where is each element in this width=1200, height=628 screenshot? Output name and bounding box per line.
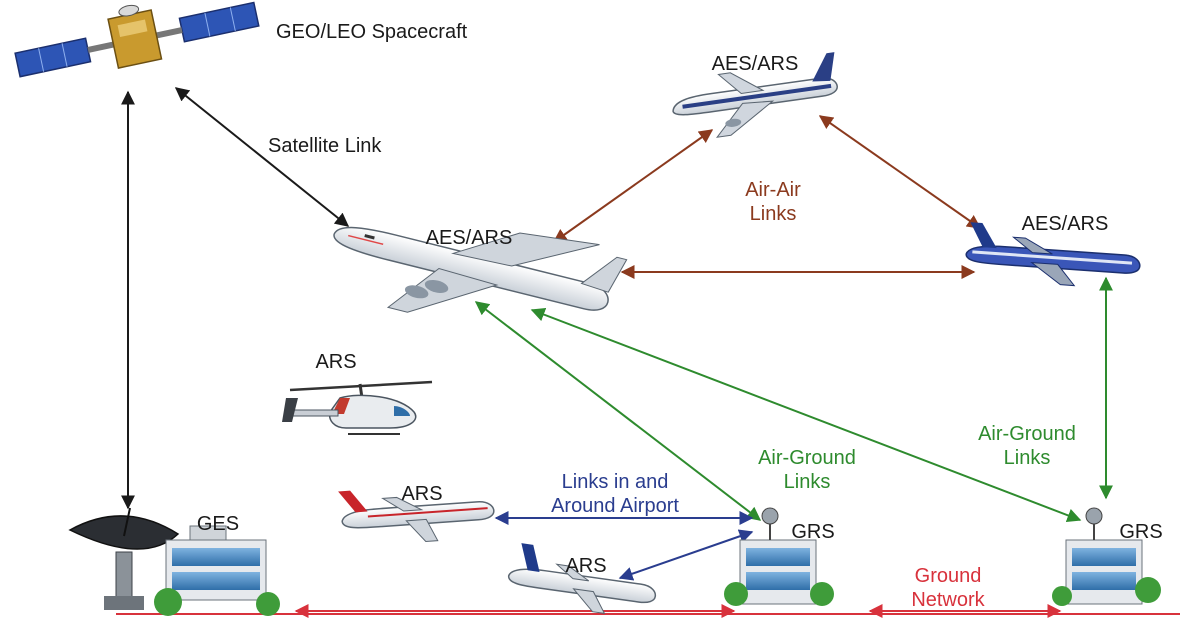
ground-network-label: Ground Network xyxy=(911,565,985,611)
airplane-icon-jet-left xyxy=(338,490,495,543)
air-ground-links-label-right: Air-Ground Links xyxy=(978,423,1076,469)
links-airport-label: Links in and Around Airport xyxy=(551,471,679,517)
dish-antenna-icon xyxy=(68,507,180,610)
satellite-link-label: Satellite Link xyxy=(268,135,382,157)
aes-label-center: AES/ARS xyxy=(425,227,513,249)
ars-label-helicopter: ARS xyxy=(315,351,357,373)
aes-label-top: AES/ARS xyxy=(711,53,799,75)
airplane-icon-top xyxy=(672,52,838,138)
building-icon-grs-center xyxy=(724,507,834,606)
ges-label: GES xyxy=(196,513,240,535)
air-air-link-top-right xyxy=(818,115,982,229)
air-air-links-label: Air-Air Links xyxy=(745,179,801,225)
airplane-icon-right xyxy=(965,222,1141,287)
airplane-icon-jet-bottom xyxy=(507,543,657,615)
airport-link-bottom-jet xyxy=(618,529,754,581)
ars-label-jet-left: ARS xyxy=(401,483,443,505)
airplane-icon-center xyxy=(333,226,628,313)
helicopter-icon xyxy=(282,380,433,435)
spacecraft-label: GEO/LEO Spacecraft xyxy=(276,21,468,43)
aes-label-right: AES/ARS xyxy=(1021,213,1109,235)
ars-label-jet-bottom: ARS xyxy=(565,555,607,577)
building-icon-ges xyxy=(154,525,280,616)
grs-label-right: GRS xyxy=(1119,521,1163,543)
air-ground-links-label-left: Air-Ground Links xyxy=(758,447,856,493)
air-air-link-top-center xyxy=(552,129,714,243)
satellite-icon xyxy=(14,1,260,78)
satellite-link xyxy=(174,87,350,227)
building-icon-grs-right xyxy=(1052,507,1161,606)
air-ground-link-center-grs-right xyxy=(530,307,1082,523)
grs-label-center: GRS xyxy=(791,521,835,543)
